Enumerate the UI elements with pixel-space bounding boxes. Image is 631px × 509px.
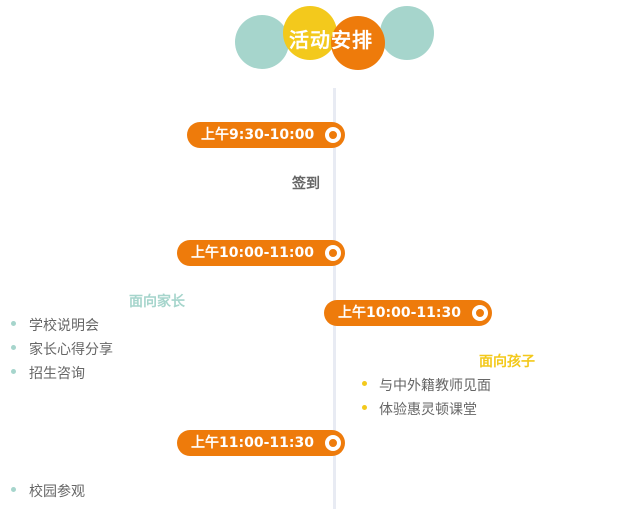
timeline-node-icon — [325, 127, 341, 143]
list-item: 校园参观 — [29, 484, 85, 500]
time-badge-1000-1130: 上午10:00-11:30 — [324, 300, 492, 326]
list-item: 学校说明会 — [29, 318, 99, 334]
decor-circle-teal-left — [235, 15, 289, 69]
time-badge-0930: 上午9:30-10:00 — [187, 122, 345, 148]
list-item: 与中外籍教师见面 — [379, 378, 491, 394]
decor-circle-yellow — [283, 6, 337, 60]
list-item: 家长心得分享 — [29, 342, 113, 358]
timeline-node-icon — [325, 245, 341, 261]
audience-children: 面向孩子 — [479, 354, 535, 370]
list-item: 体验惠灵顿课堂 — [379, 402, 477, 418]
bullet-icon — [362, 405, 367, 410]
decor-circle-teal-right — [380, 6, 434, 60]
audience-parents: 面向家长 — [129, 294, 185, 310]
bullet-icon — [11, 487, 16, 492]
bullet-icon — [362, 381, 367, 386]
bullet-icon — [11, 345, 16, 350]
time-badge-1000-1100: 上午10:00-11:00 — [177, 240, 345, 266]
bullet-icon — [11, 321, 16, 326]
time-badge-1100-1130: 上午11:00-11:30 — [177, 430, 345, 456]
timeline-node-icon — [472, 305, 488, 321]
checkin-note: 签到 — [292, 176, 320, 192]
timeline-axis — [333, 88, 336, 509]
list-item: 招生咨询 — [29, 366, 85, 382]
page-title: 活动安排 — [289, 28, 373, 52]
bullet-icon — [11, 369, 16, 374]
decor-circle-orange — [331, 16, 385, 70]
timeline-node-icon — [325, 435, 341, 451]
